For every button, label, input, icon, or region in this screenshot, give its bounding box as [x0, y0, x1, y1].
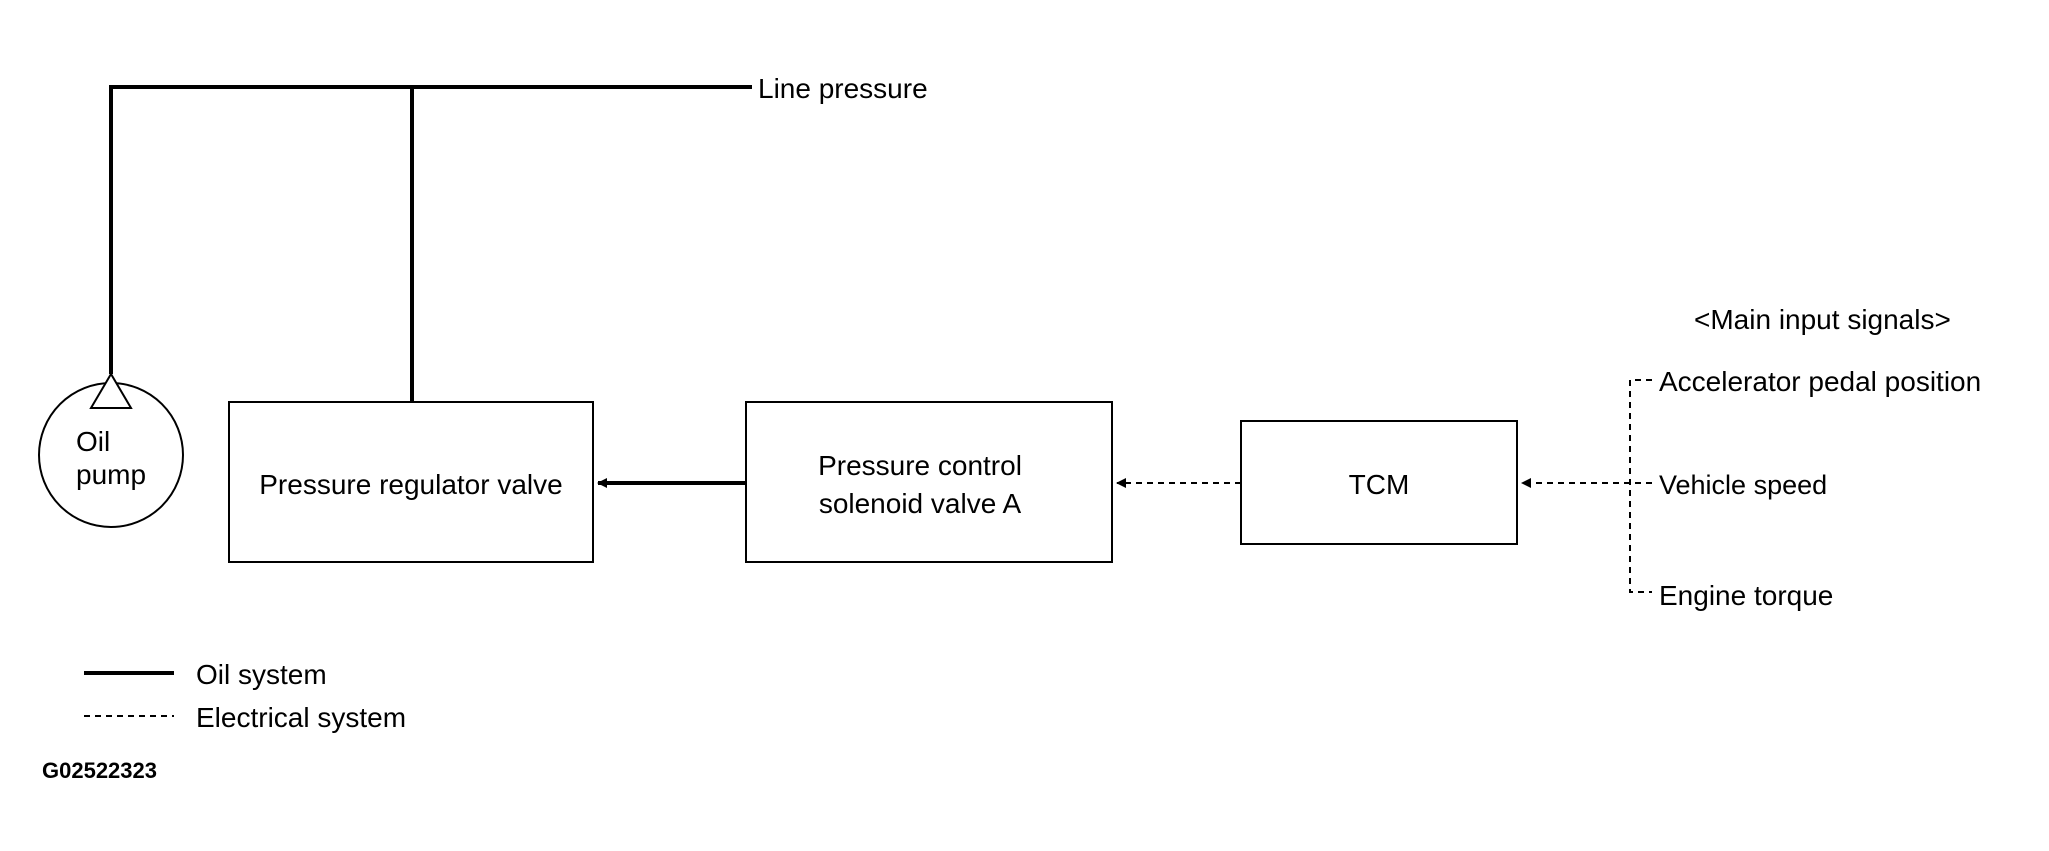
tcm-box [1240, 420, 1518, 545]
pressure-regulator-valve-box [228, 401, 594, 563]
oil-pump-label-line2: pump [76, 459, 146, 490]
pressure-regulator-valve-label: Pressure regulator valve [259, 469, 562, 500]
oil-line-pump-to-line-pressure [109, 85, 752, 374]
legend-oil-system-label: Oil system [196, 659, 327, 690]
main-input-signals-title: <Main input signals> [1694, 304, 1951, 335]
line-pressure-label: Line pressure [758, 73, 928, 104]
figure-code: G02522323 [42, 758, 157, 783]
input-signal-vehicle-speed: Vehicle speed [1659, 470, 1827, 500]
input-signal-engine-torque: Engine torque [1659, 580, 1833, 611]
legend-electrical-system-label: Electrical system [196, 702, 406, 733]
pressure-control-solenoid-valve-box [745, 401, 1113, 563]
oil-pump-label-line1: Oil [76, 426, 110, 457]
electrical-input-bracket [1629, 379, 1652, 593]
pcsv-label-line1: Pressure control [818, 450, 1022, 481]
pcsv-label-line2: solenoid valve A [819, 488, 1022, 519]
oil-pump-triangle-icon [89, 372, 133, 409]
input-signal-accelerator: Accelerator pedal position [1659, 366, 1981, 397]
tcm-label: TCM [1349, 469, 1410, 500]
